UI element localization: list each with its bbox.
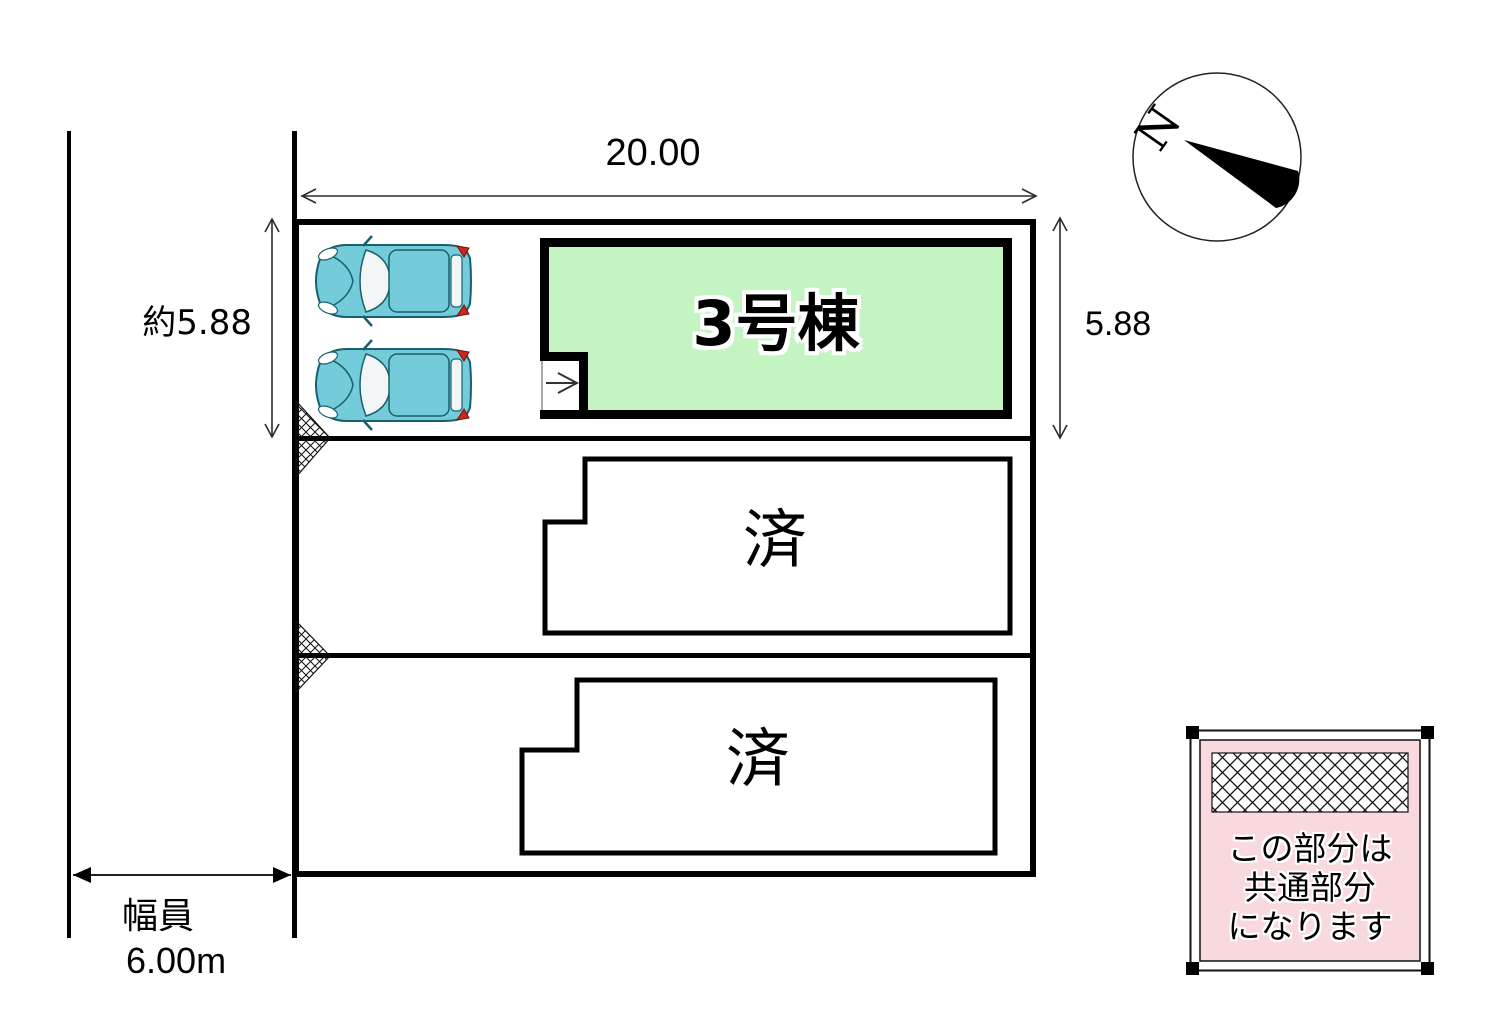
dimension-arrow-left (264, 217, 280, 439)
legend-caption: この部分は 共通部分 になります (1199, 829, 1421, 946)
plot-outline (293, 219, 1036, 877)
sold-building-2-label: 済 (726, 723, 790, 797)
road-width-value: 6.00m (126, 940, 227, 981)
legend-caption-line-2: 共通部分 (1244, 868, 1376, 907)
featured-building (540, 238, 1012, 419)
dimension-label-right-depth: 5.88 (1085, 305, 1152, 343)
sold-building-1-label: 済 (743, 504, 807, 578)
car-1 (314, 234, 473, 328)
entrance-arrow-icon (546, 372, 580, 394)
sold-building-1 (542, 456, 1013, 636)
legend-caption-line-3: になります (1227, 907, 1393, 946)
dimension-arrow-right (1052, 216, 1068, 440)
legend-box (1186, 726, 1434, 975)
road-width-label: 幅員 (122, 896, 195, 937)
dimension-label-left-depth: 約5.88 (142, 303, 252, 343)
common-area-triangle-2 (295, 619, 331, 694)
dimension-arrow-top (300, 188, 1038, 204)
common-area-triangle-1 (295, 399, 331, 479)
legend-caption-line-1: この部分は (1227, 829, 1393, 868)
sold-building-2 (519, 677, 998, 856)
dimension-arrow-road-width (73, 867, 291, 883)
featured-building-label: 3号棟 (692, 287, 860, 360)
compass-needle (1184, 140, 1300, 208)
dimension-label-top-width: 20.00 (605, 132, 701, 174)
car-2 (314, 338, 473, 432)
